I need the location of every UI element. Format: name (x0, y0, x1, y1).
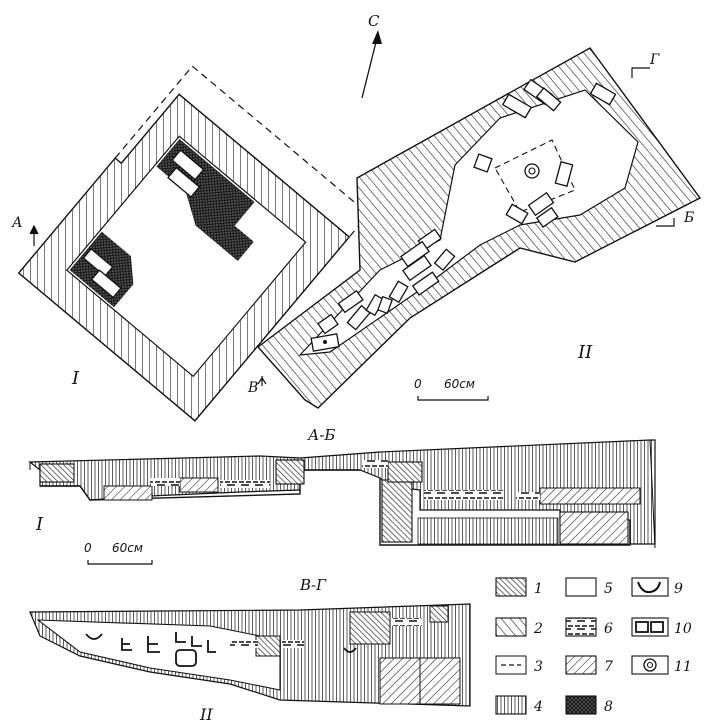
stone (527, 191, 555, 217)
stone (82, 248, 114, 278)
stone (411, 271, 440, 296)
burnt-zone-upper (156, 138, 255, 261)
dashed-outline (494, 139, 576, 213)
section-marker-g: Г (649, 52, 660, 68)
legend-swatch-5 (565, 577, 597, 597)
section-marker-b: Б (683, 210, 694, 226)
legend-number-11: 11 (674, 659, 692, 675)
legend-swatch-2 (495, 617, 527, 637)
section-marker-a: А (11, 215, 23, 231)
scale-bar-plan: 0 60см (414, 377, 489, 401)
stone (402, 254, 432, 282)
legend-swatch-8 (565, 695, 597, 715)
legend-swatch-9 (631, 577, 669, 597)
scale-value-section: 60см (112, 541, 143, 555)
north-arrow: С (361, 12, 382, 99)
stone (589, 82, 617, 106)
legend-swatch-1 (495, 577, 527, 597)
section-vg-part-label: II (199, 705, 213, 724)
stone (505, 203, 529, 225)
legend-number-1: 1 (534, 581, 543, 597)
stone (535, 206, 559, 228)
stone (473, 153, 493, 173)
section-vg-title: В-Г (299, 576, 327, 594)
legend-number-6: 6 (604, 621, 613, 637)
stone (171, 149, 205, 181)
legend-swatch-7 (565, 655, 597, 675)
structure-two-label: II (577, 342, 593, 363)
legend-swatch-11 (631, 655, 669, 675)
section-vg-drawing (29, 603, 471, 707)
stone (501, 93, 533, 119)
stone (317, 313, 339, 335)
legend-number-5: 5 (604, 581, 613, 597)
section-marker-v: В (247, 380, 258, 396)
stone (346, 304, 371, 331)
stone (433, 248, 456, 272)
section-ab-title: А-Б (307, 426, 335, 444)
legend-number-3: 3 (534, 659, 543, 675)
north-label: С (368, 12, 380, 30)
legend-number-10: 10 (674, 621, 692, 637)
legend-swatch-10 (631, 617, 669, 637)
scale-bar-section: 0 60см (84, 541, 153, 565)
stone (535, 87, 562, 112)
section-ab-drawing (28, 439, 656, 549)
structure-one-label: I (71, 368, 80, 389)
stone (388, 280, 409, 304)
plan-structure-two (256, 47, 702, 409)
section-ab-part-label: I (35, 514, 44, 535)
stone (337, 289, 364, 314)
section-markers (29, 67, 675, 386)
legend-swatch-6 (565, 617, 597, 637)
legend-number-8: 8 (604, 699, 613, 715)
legend-number-4: 4 (533, 699, 543, 715)
scale-value: 60см (444, 377, 475, 391)
legend-number-7: 7 (604, 659, 613, 675)
legend-swatch-3 (495, 655, 527, 675)
stone (377, 295, 393, 315)
legend-swatch-4 (495, 695, 527, 715)
stone (90, 269, 122, 299)
legend-number-2: 2 (533, 621, 543, 637)
legend-number-9: 9 (674, 581, 683, 597)
stone (554, 161, 574, 187)
legend: 1 2 3 4 5 6 7 8 9 10 11 (495, 577, 692, 715)
stone (167, 166, 201, 198)
scale-zero-section: 0 (84, 541, 92, 555)
scale-zero: 0 (414, 377, 422, 391)
